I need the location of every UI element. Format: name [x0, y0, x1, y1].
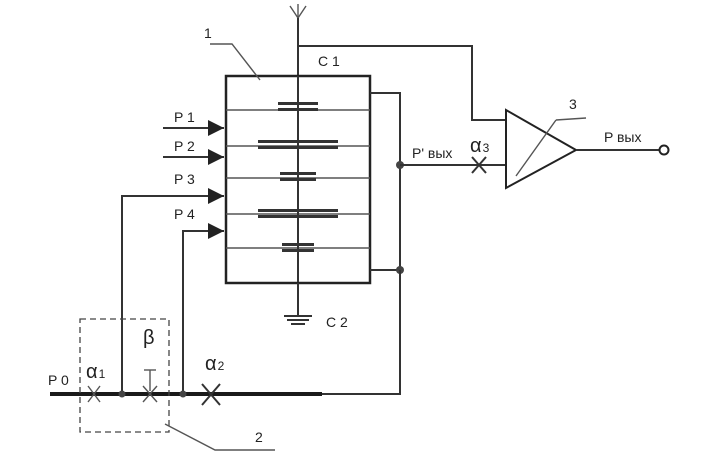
- cross-valve-beta: [142, 369, 158, 403]
- leader-line-2: [164, 423, 275, 451]
- label-alpha3: α3: [470, 135, 490, 157]
- label-p2: P 2: [174, 138, 195, 154]
- label-element-3: 3: [569, 96, 577, 112]
- feedback-line-to-amplifier: [298, 45, 506, 121]
- input-arrow-p4: [182, 223, 224, 394]
- cross-valve-alpha1: [87, 385, 101, 403]
- label-element-1: 1: [204, 25, 212, 41]
- feedback-line-alpha2: [322, 270, 401, 395]
- label-alpha1: α1: [86, 361, 106, 383]
- block-right-upper-line: [370, 92, 401, 271]
- leader-line-1: [210, 43, 261, 81]
- label-p-out: P вых: [604, 129, 641, 145]
- cross-valve-alpha3: [471, 156, 487, 174]
- label-p3: P 3: [174, 171, 195, 187]
- element-block-2: [79, 318, 170, 433]
- amplifier-element-3: [505, 108, 587, 190]
- label-element-2: 2: [255, 429, 263, 445]
- label-alpha2: α2: [205, 353, 225, 375]
- label-beta: β: [143, 327, 155, 349]
- label-p0: P 0: [48, 372, 69, 388]
- label-c1: C 1: [318, 53, 340, 69]
- cross-valve-alpha2: [201, 383, 221, 406]
- membrane-stack: [258, 76, 338, 282]
- ground-icon: [284, 283, 312, 325]
- label-p-out-prime: P' вых: [412, 145, 452, 161]
- output-terminal-icon: [658, 144, 670, 156]
- label-c2: C 2: [326, 314, 348, 330]
- label-p1: P 1: [174, 109, 195, 125]
- label-p4: P 4: [174, 206, 195, 222]
- input-arrow-p3: [121, 188, 224, 394]
- antenna-icon: [289, 4, 307, 19]
